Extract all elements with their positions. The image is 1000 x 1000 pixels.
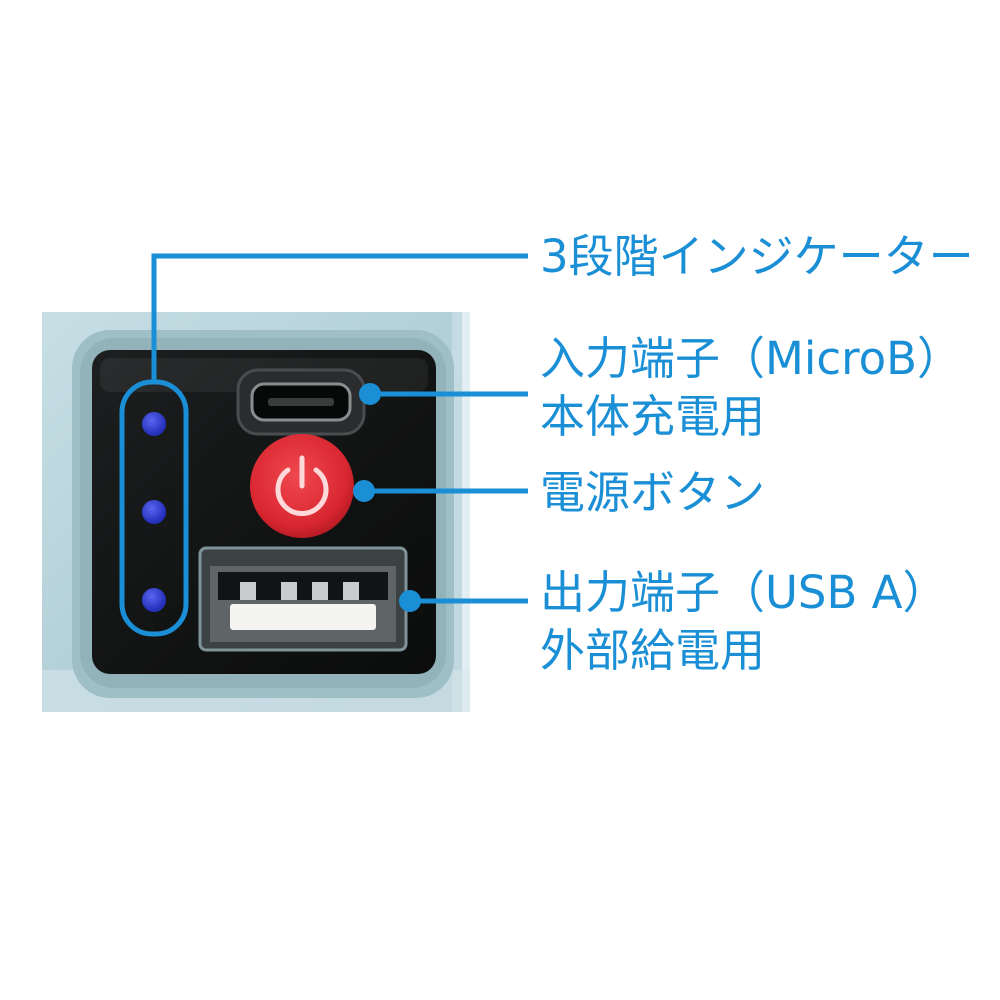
output-port-label: 出力端子（USB A） 外部給電用	[540, 564, 947, 680]
indicator-led-icon	[142, 500, 166, 524]
callout-dots	[353, 383, 421, 612]
power-callout-dot	[353, 480, 375, 502]
indicator-led-icon	[142, 588, 166, 612]
power-button-label: 電源ボタン	[540, 464, 765, 522]
indicator-label-text: 3段階インジケーター	[540, 230, 974, 283]
indicator-label: 3段階インジケーター	[540, 228, 974, 286]
microb-port-tongue	[268, 398, 334, 406]
output-port-label-line2: 外部給電用	[540, 624, 766, 677]
input-callout-dot	[359, 383, 381, 405]
usb-a-tongue	[230, 604, 376, 630]
input-port-label-line1: 入力端子（MicroB）	[540, 332, 962, 385]
input-port-label: 入力端子（MicroB） 本体充電用	[540, 330, 962, 446]
power-button-label-text: 電源ボタン	[540, 466, 766, 519]
power-icon	[275, 455, 329, 516]
usb-a-contact-3	[312, 582, 328, 600]
callout-lines	[119, 253, 528, 637]
housing-right-edge	[452, 312, 470, 712]
usb-a-contact-2	[281, 582, 297, 600]
input-port-label-line2: 本体充電用	[540, 390, 766, 443]
indicator-callout-line	[151, 253, 528, 382]
indicator-led-icon	[142, 412, 166, 436]
usb-a-contact-1	[240, 582, 256, 600]
output-port-label-line1: 出力端子（USB A）	[540, 566, 948, 619]
output-callout-dot	[399, 590, 421, 612]
usb-a-contact-4	[343, 582, 359, 600]
